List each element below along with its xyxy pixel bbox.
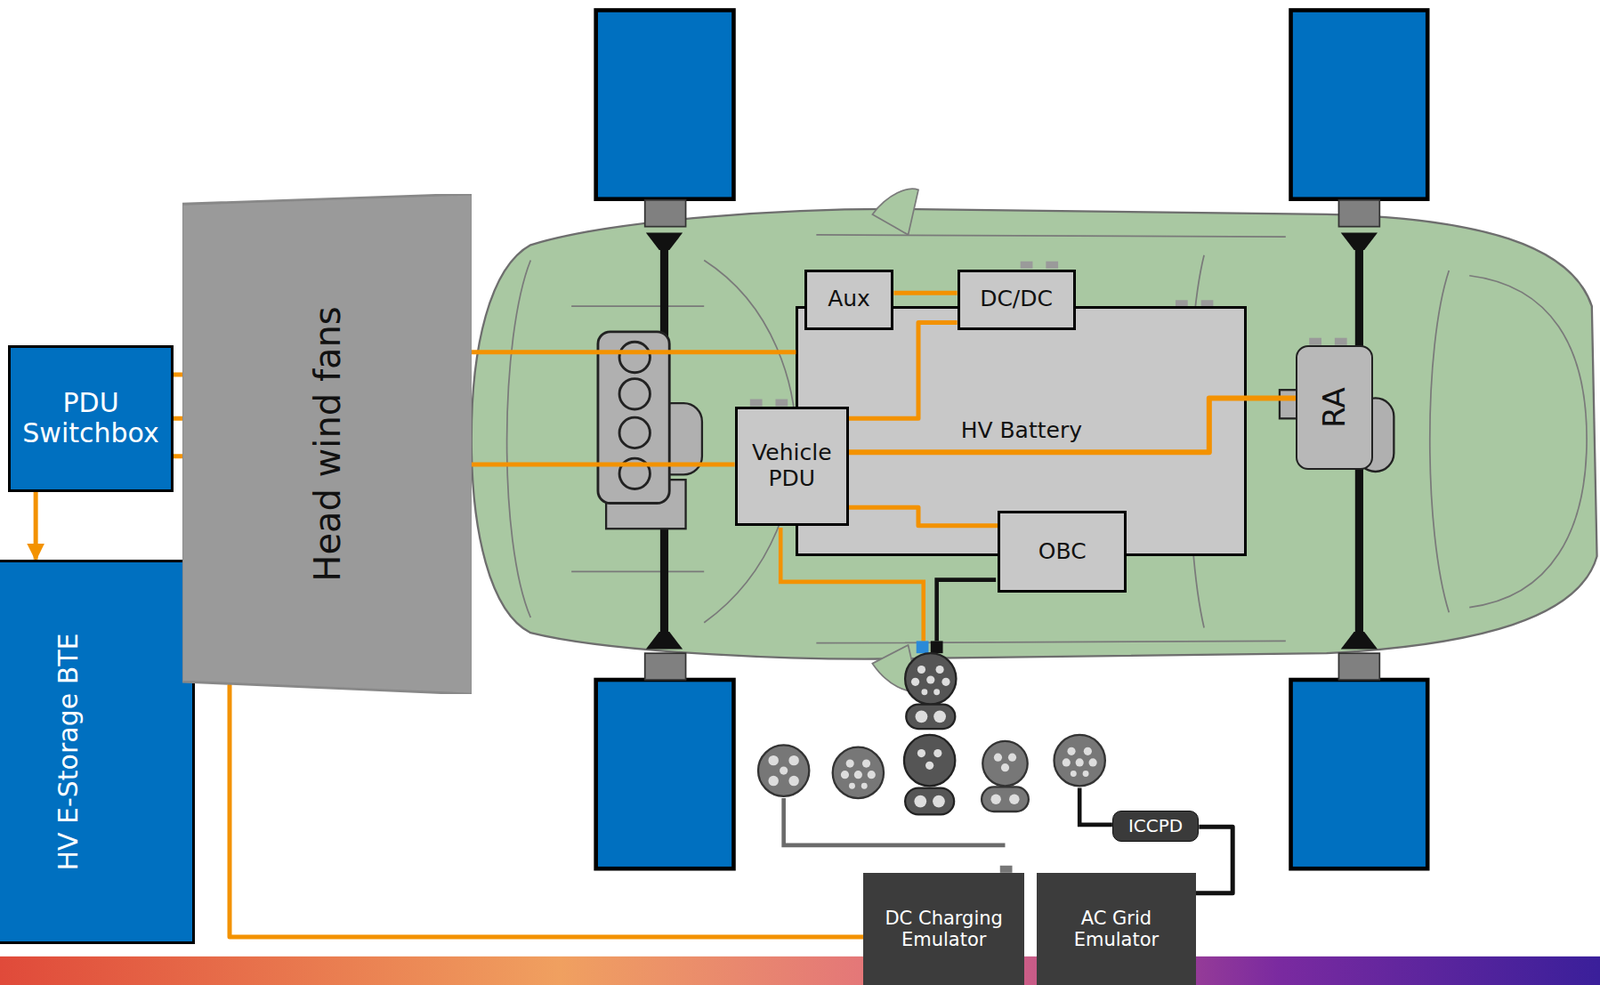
- emulator-box: AC Grid Emulator: [1036, 872, 1196, 985]
- node-label: Head wind fans: [307, 306, 348, 582]
- power-wire: [1195, 826, 1234, 894]
- power-wire: [893, 290, 957, 296]
- component-box: OBC: [997, 510, 1126, 594]
- charging-inlet: [905, 640, 956, 729]
- node-label: HV E-Storage BTE: [53, 632, 85, 871]
- engine: [597, 331, 703, 529]
- fan-trapezoid: Head wind fans: [182, 193, 472, 695]
- switchbox-box: PDU Switchbox: [8, 345, 174, 493]
- node-label: Vehicle PDU: [743, 440, 841, 493]
- component-box: DC/DC: [957, 269, 1076, 331]
- node-label: PDU Switchbox: [16, 387, 166, 450]
- iccpd-box: ICCPD: [1112, 810, 1199, 842]
- axles: [663, 236, 1359, 646]
- axle-drive-box: RA: [1295, 345, 1374, 470]
- emulator-box: DC Charging Emulator: [863, 872, 1025, 985]
- car-details: [507, 188, 1587, 691]
- charging-plugs: [758, 735, 1106, 815]
- node-label: AC Grid Emulator: [1042, 907, 1190, 951]
- storage-box: HV E-Storage BTE: [0, 559, 195, 945]
- node-label: RA: [1317, 387, 1352, 429]
- cable-socket: [1000, 865, 1013, 873]
- wheel-hubs: [645, 200, 1381, 680]
- component-box: Aux: [804, 269, 895, 331]
- node-label: HV Battery: [961, 418, 1083, 445]
- node-label: Aux: [827, 286, 871, 313]
- node-label: OBC: [1038, 539, 1087, 566]
- node-label: DC/DC: [979, 286, 1053, 313]
- power-wire: [33, 492, 39, 560]
- trapezoid-fill: [182, 193, 472, 695]
- node-label: ICCPD: [1128, 816, 1183, 837]
- component-box: Vehicle PDU: [735, 406, 849, 526]
- wheels: [596, 9, 1429, 869]
- axle-caps: [646, 233, 1378, 650]
- node-label: DC Charging Emulator: [868, 907, 1019, 951]
- footer-band: [0, 956, 1600, 985]
- car-body: [471, 209, 1598, 660]
